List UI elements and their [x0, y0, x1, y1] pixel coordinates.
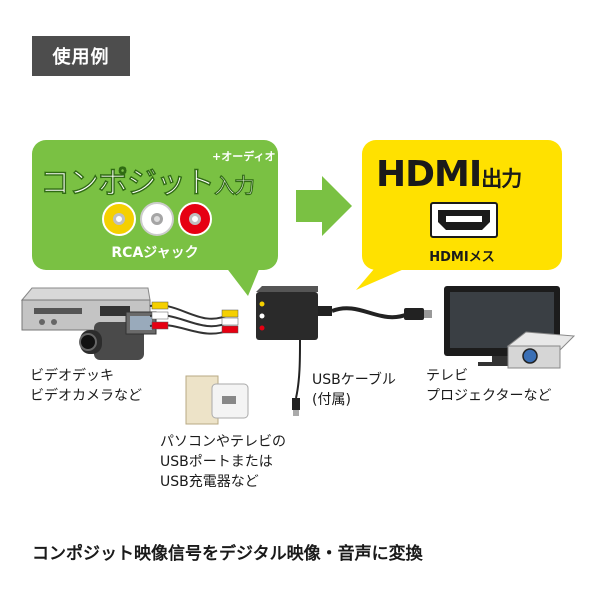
- usb-cable-caption: USBケーブル (付属): [312, 370, 396, 410]
- caption-line: ビデオカメラなど: [30, 388, 142, 404]
- usage-example-tag: 使用例: [32, 36, 130, 76]
- projector-icon: [506, 331, 576, 369]
- rca-jack-white-icon: [140, 202, 174, 236]
- hdmi-cable-icon: [318, 306, 432, 320]
- right-arrow-icon: [296, 176, 352, 236]
- rca-cable-icon: [149, 301, 239, 335]
- composite-title-main: コンポジット: [40, 166, 215, 201]
- hdmi-title-main: HDMI: [376, 154, 482, 195]
- usb-charger-icon: [185, 375, 249, 425]
- rca-jack-red-icon: [178, 202, 212, 236]
- composite-input-bubble: +オーディオ コンポジット入力 RCAジャック: [32, 140, 278, 270]
- displays-caption: テレビ プロジェクターなど: [426, 366, 551, 406]
- converter-box-icon: [256, 286, 318, 340]
- audio-superscript: +オーディオ: [212, 150, 276, 163]
- usb-power-caption: パソコンやテレビの USBポートまたは USB充電器など: [160, 432, 286, 492]
- rca-jack-yellow-icon: [102, 202, 136, 236]
- hdmi-output-bubble: HDMI出力 HDMIメス: [362, 140, 562, 270]
- composite-title-small: 入力: [214, 174, 255, 198]
- composite-input-title: コンポジット入力: [40, 158, 255, 202]
- input-bubble-tail: [222, 262, 262, 296]
- camcorder-icon: [79, 311, 157, 360]
- hdmi-female-label: HDMIメス: [429, 250, 495, 265]
- hdmi-output-title: HDMI出力: [376, 154, 522, 195]
- rca-jack-label: RCAジャック: [111, 245, 199, 261]
- caption-line: プロジェクターなど: [426, 388, 552, 404]
- caption-line: USBケーブル: [312, 372, 396, 388]
- caption-line: USBポートまたは: [160, 454, 273, 470]
- usb-cable-icon: [292, 339, 301, 416]
- caption-line: ビデオデッキ: [30, 368, 114, 384]
- caption-line: USB充電器など: [160, 474, 259, 490]
- caption-line: テレビ: [426, 368, 468, 384]
- conversion-description: コンポジット映像信号をデジタル映像・音声に変換: [32, 544, 423, 564]
- hdmi-title-small: 出力: [481, 167, 522, 191]
- caption-line: パソコンやテレビの: [160, 434, 286, 450]
- hdmi-port-icon: [430, 202, 498, 238]
- video-devices-caption: ビデオデッキ ビデオカメラなど: [30, 366, 142, 406]
- caption-line: (付属): [312, 392, 351, 408]
